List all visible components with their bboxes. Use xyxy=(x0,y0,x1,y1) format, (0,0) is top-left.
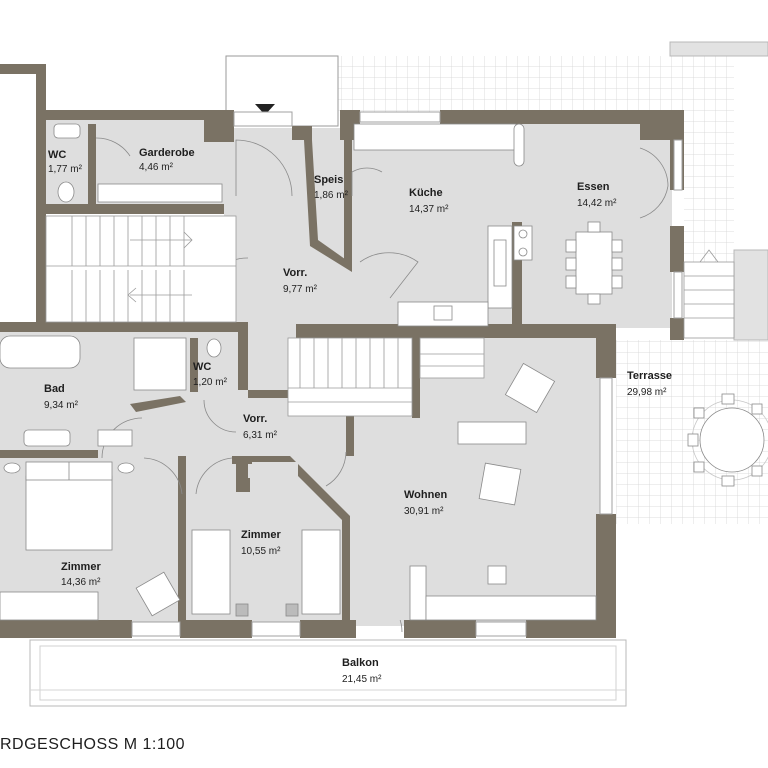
dining-table xyxy=(575,231,613,295)
washbasin-icon xyxy=(53,123,81,139)
room-name-wc2: WC xyxy=(193,361,211,373)
room-name-vorr1: Vorr. xyxy=(283,267,307,279)
room-name-bad: Bad xyxy=(44,383,65,395)
room-labels: WC 1,77 m² Garderobe 4,46 m² Speis 1,86 … xyxy=(44,147,672,685)
room-area-balkon: 21,45 m² xyxy=(342,674,382,685)
room-name-wc1: WC xyxy=(48,149,66,161)
round-table xyxy=(699,407,765,473)
walls xyxy=(0,64,684,638)
toilet-icon xyxy=(57,181,75,203)
stairs xyxy=(45,215,735,417)
windows xyxy=(131,111,683,637)
room-area-zimmer1: 14,36 m² xyxy=(61,577,101,588)
room-name-speis: Speis xyxy=(314,174,343,186)
room-area-vorr1: 9,77 m² xyxy=(283,284,318,295)
right-wall-stub xyxy=(733,249,768,341)
room-name-garderobe: Garderobe xyxy=(139,147,195,159)
room-name-zimmer2: Zimmer xyxy=(241,529,281,541)
entrance-arrow-icon xyxy=(255,104,275,115)
balcony-floor-inner xyxy=(39,645,617,701)
room-name-vorr2: Vorr. xyxy=(243,413,267,425)
room-name-essen: Essen xyxy=(577,181,610,193)
room-area-wohnen: 30,91 m² xyxy=(404,506,444,517)
room-name-kueche: Küche xyxy=(409,187,443,199)
room-area-terrasse: 29,98 m² xyxy=(627,387,667,398)
kitchen-counter xyxy=(353,123,517,151)
wardrobe xyxy=(97,183,223,203)
stove-icon xyxy=(513,225,533,261)
room-area-speis: 1,86 m² xyxy=(314,190,349,201)
bed xyxy=(25,475,113,551)
top-terrace-tiles xyxy=(338,56,734,116)
furniture xyxy=(0,123,768,621)
plan-title: RDGESCHOSS M 1:100 xyxy=(0,736,186,753)
room-area-vorr2: 6,31 m² xyxy=(243,430,278,441)
room-name-balkon: Balkon xyxy=(342,657,379,669)
room-area-kueche: 14,37 m² xyxy=(409,204,449,215)
room-name-terrasse: Terrasse xyxy=(627,370,672,382)
roof-edge xyxy=(669,41,768,57)
room-name-zimmer1: Zimmer xyxy=(61,561,101,573)
room-name-wohnen: Wohnen xyxy=(404,489,447,501)
room-area-wc2: 1,20 m² xyxy=(193,377,228,388)
bathtub-icon xyxy=(0,335,81,369)
room-area-garderobe: 4,46 m² xyxy=(139,162,174,173)
room-area-bad: 9,34 m² xyxy=(44,400,79,411)
room-area-zimmer2: 10,55 m² xyxy=(241,546,281,557)
room-area-wc1: 1,77 m² xyxy=(48,164,83,175)
room-area-essen: 14,42 m² xyxy=(577,198,617,209)
balcony-floor xyxy=(29,639,627,707)
outdoor-areas xyxy=(29,41,768,707)
armchair-icon xyxy=(504,362,556,414)
